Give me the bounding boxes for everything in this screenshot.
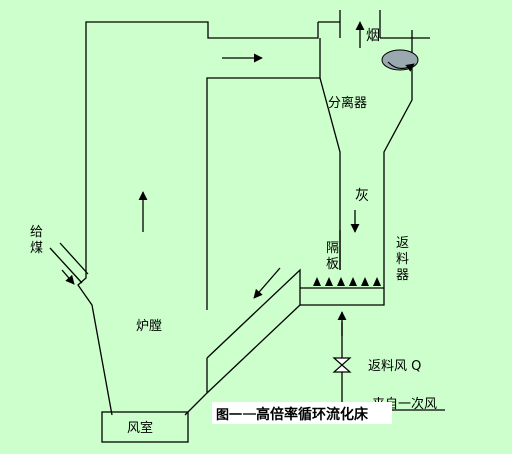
- return-leg-outer: [206, 268, 385, 359]
- caption-title: 高倍率循环流化床: [256, 406, 369, 423]
- separator-label: 分离器: [328, 95, 367, 111]
- feed-coal-label: 给 煤: [30, 225, 43, 256]
- ash-label: 灰: [355, 188, 369, 204]
- coal-feed-pipe-1: [49, 247, 83, 284]
- seal-plate-char-2: 板: [326, 257, 339, 272]
- caption-background: [212, 402, 392, 424]
- return-device-char-1: 返: [396, 236, 409, 251]
- air-chamber-label: 风室: [127, 420, 153, 436]
- feed-coal-char-1: 给: [30, 225, 43, 240]
- return-leg-bottom: [206, 304, 301, 394]
- return-device-char-3: 器: [396, 268, 409, 283]
- coal-feed-pipe-2: [59, 242, 89, 275]
- air-chamber-box: [101, 411, 189, 443]
- furnace-left-wall: [77, 21, 319, 416]
- return-diag-arrow: [253, 267, 281, 299]
- furnace-label: 炉膛: [136, 319, 162, 334]
- furnace-walls: [49, 10, 445, 443]
- caption-prefix: 图一: [216, 408, 242, 423]
- nozzle-arrows: [313, 277, 381, 286]
- seal-plate-char-1: 隔: [326, 241, 339, 256]
- flow-arrows: [61, 21, 365, 336]
- valve-icon: [332, 357, 352, 373]
- coal-arrow: [61, 269, 75, 285]
- furnace-bottom-right: [184, 358, 208, 416]
- chimney-label: 烟: [366, 28, 380, 44]
- seal-plate-label: 隔 板: [326, 241, 339, 272]
- return-device-label: 返 料 器: [396, 236, 409, 283]
- return-air-label: 返料风 Q: [368, 359, 421, 374]
- swirl-icon: [381, 49, 419, 72]
- separator-right: [380, 37, 413, 270]
- feed-coal-char-2: 煤: [30, 241, 43, 256]
- return-device-char-2: 料: [396, 252, 409, 267]
